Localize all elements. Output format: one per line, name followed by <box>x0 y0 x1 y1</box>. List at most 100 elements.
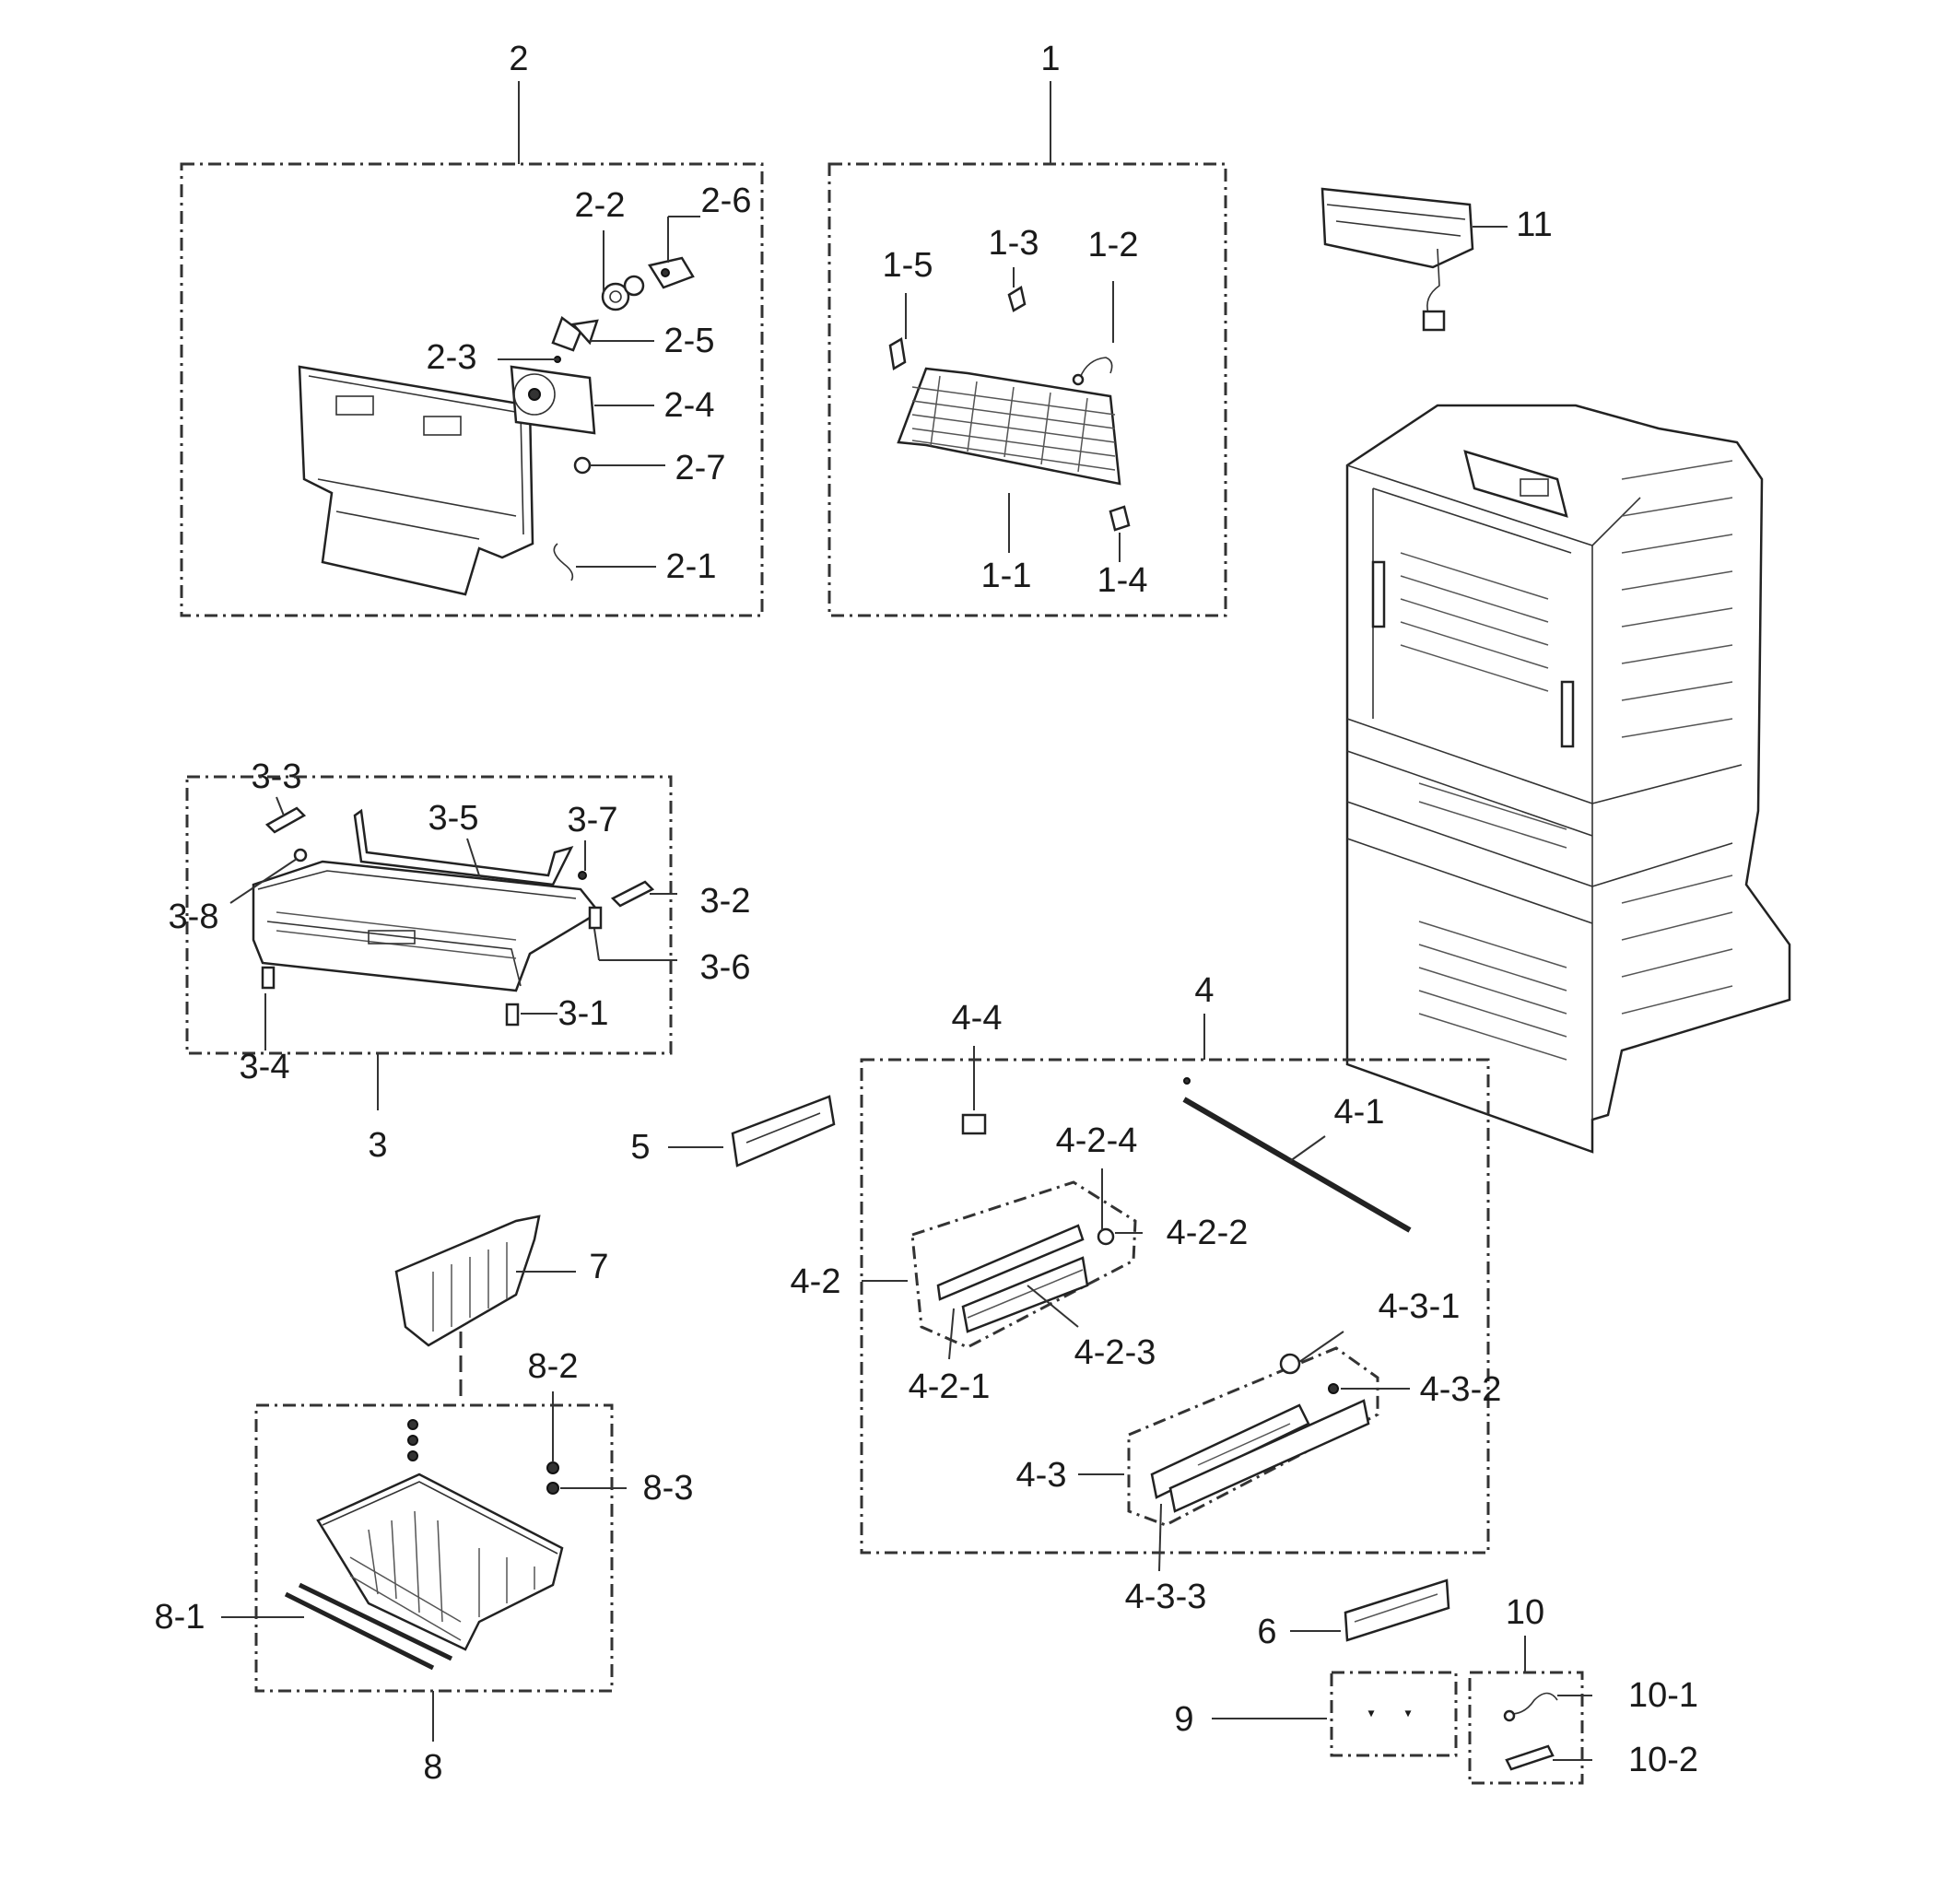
callout-8-3: 8-3 <box>643 1469 694 1508</box>
thermo-fuse <box>1007 286 1027 312</box>
fan-blade <box>551 315 599 352</box>
callout-4-2-4: 4-2-4 <box>1056 1121 1138 1160</box>
callout-4-1: 4-1 <box>1334 1093 1385 1132</box>
callout-2-6: 2-6 <box>701 182 752 220</box>
callout-4-3-1: 4-3-1 <box>1379 1287 1461 1326</box>
group-1-boundary <box>827 162 1227 617</box>
callout-4-3-2: 4-3-2 <box>1420 1370 1502 1409</box>
part-11-ice-maker: 11 <box>1320 187 1553 332</box>
roller-left <box>261 966 276 990</box>
group-4-boundary <box>860 1058 1490 1555</box>
callout-2-7: 2-7 <box>675 449 726 487</box>
drawer-tray <box>252 860 601 992</box>
part-4-1-rod <box>1182 1097 1412 1233</box>
rail-4-3-gear <box>1279 1353 1301 1375</box>
callout-3-5: 3-5 <box>428 799 479 838</box>
callout-4-2-1: 4-2-1 <box>909 1367 991 1406</box>
sensor-clip <box>1505 1744 1555 1771</box>
rail-4-3-lower <box>1168 1399 1370 1513</box>
basket-rail-b <box>298 1582 453 1661</box>
callout-2-5: 2-5 <box>664 322 715 360</box>
callout-8-2: 8-2 <box>528 1347 579 1386</box>
part-9-panel: ▾ ▾ 9 <box>1174 1671 1458 1757</box>
callout-10: 10 <box>1506 1593 1544 1632</box>
defrost-sensor-wire <box>1079 357 1113 379</box>
callout-6: 6 <box>1257 1613 1276 1651</box>
group-1-evaporator: 1 1-5 1-3 1-2 1-1 1-4 <box>827 40 1227 617</box>
callout-4-3-3: 4-3-3 <box>1125 1578 1207 1616</box>
basket-stopper-a <box>546 1461 559 1474</box>
group-4-3-boundary <box>1127 1346 1379 1527</box>
group-9-boundary <box>1330 1671 1458 1757</box>
group-2-boundary <box>180 162 764 617</box>
callout-3-2: 3-2 <box>700 882 751 921</box>
callout-1-5: 1-5 <box>883 246 933 285</box>
callout-10-2: 10-2 <box>1628 1741 1698 1779</box>
screw-left <box>293 848 308 862</box>
group-3-drawer: 3-3 3-5 3-7 3-2 3-8 3-6 3-1 <box>169 757 751 1165</box>
rail-upper <box>936 1224 1085 1301</box>
group-2-fan-assembly: 2 <box>180 40 764 617</box>
callout-4-2: 4-2 <box>791 1262 841 1301</box>
callout-3-1: 3-1 <box>558 994 609 1033</box>
callout-3-8: 3-8 <box>169 898 219 936</box>
basket-rail-a <box>284 1591 435 1671</box>
part-4-4-block <box>961 1113 987 1135</box>
group-4-2-boundary <box>910 1180 1137 1349</box>
evap-clip-left <box>888 337 907 370</box>
part-5-bracket: 5 <box>630 1095 836 1168</box>
callout-8: 8 <box>423 1748 442 1787</box>
grommet <box>573 456 592 475</box>
callout-10-1: 10-1 <box>1628 1676 1698 1715</box>
callout-4-2-2: 4-2-2 <box>1167 1214 1249 1252</box>
callout-2-1: 2-1 <box>666 547 717 586</box>
group-3-boundary <box>185 775 673 1055</box>
callout-2-2: 2-2 <box>575 186 626 225</box>
rail-slide-right <box>610 880 655 908</box>
freezer-basket <box>316 1473 564 1651</box>
callout-2-4: 2-4 <box>664 386 715 425</box>
basket-stopper-b <box>546 1482 559 1495</box>
callout-7: 7 <box>589 1248 608 1286</box>
cabinet-hatch <box>1400 460 1733 1061</box>
fan-motor-bracket <box>510 365 596 435</box>
callout-4-3: 4-3 <box>1016 1456 1067 1495</box>
callout-3-6: 3-6 <box>700 948 751 987</box>
callout-11: 11 <box>1516 205 1552 244</box>
callout-3: 3 <box>368 1126 387 1165</box>
rail-knob <box>1097 1227 1115 1246</box>
group-10-sensor: 10 10-1 10-2 <box>1468 1593 1698 1785</box>
group-10-boundary <box>1468 1671 1584 1785</box>
group-4-rail-assembly: 4 4-4 4-1 4-2-4 4-2-2 4-2 4-2-3 4-2-1 <box>791 971 1502 1616</box>
roller-right <box>505 1003 520 1027</box>
callout-1-3: 1-3 <box>989 224 1039 263</box>
callout-9: 9 <box>1174 1700 1193 1739</box>
callout-5: 5 <box>630 1128 650 1167</box>
callout-3-7: 3-7 <box>568 801 618 839</box>
motor-bracket-clip <box>648 256 695 289</box>
callout-1-2: 1-2 <box>1088 226 1139 264</box>
callout-1-1: 1-1 <box>981 557 1032 595</box>
evap-clip-right <box>1109 505 1131 532</box>
svg-text:▾: ▾ <box>1367 1706 1374 1720</box>
evaporator-coil <box>897 367 1121 486</box>
callout-1: 1 <box>1040 40 1060 78</box>
callout-1-4: 1-4 <box>1097 561 1148 600</box>
sensor-lead <box>1510 1692 1558 1715</box>
callout-4: 4 <box>1194 971 1214 1010</box>
callout-3-4: 3-4 <box>240 1048 290 1086</box>
stopper <box>588 906 603 930</box>
callout-4-2-3: 4-2-3 <box>1074 1333 1156 1372</box>
callout-2-3: 2-3 <box>427 338 477 377</box>
callout-2: 2 <box>509 40 528 78</box>
sensor-wire <box>553 543 574 581</box>
screw-right <box>578 871 587 880</box>
svg-text:▾: ▾ <box>1404 1706 1411 1720</box>
fan-cover-panel <box>298 365 534 596</box>
drawer-rail-frame <box>353 808 574 886</box>
rail-lower <box>961 1256 1089 1333</box>
part-6-cover: 6 <box>1257 1578 1450 1651</box>
part-7-ice-bin: 7 <box>394 1215 609 1401</box>
callout-4-4: 4-4 <box>952 999 1003 1038</box>
